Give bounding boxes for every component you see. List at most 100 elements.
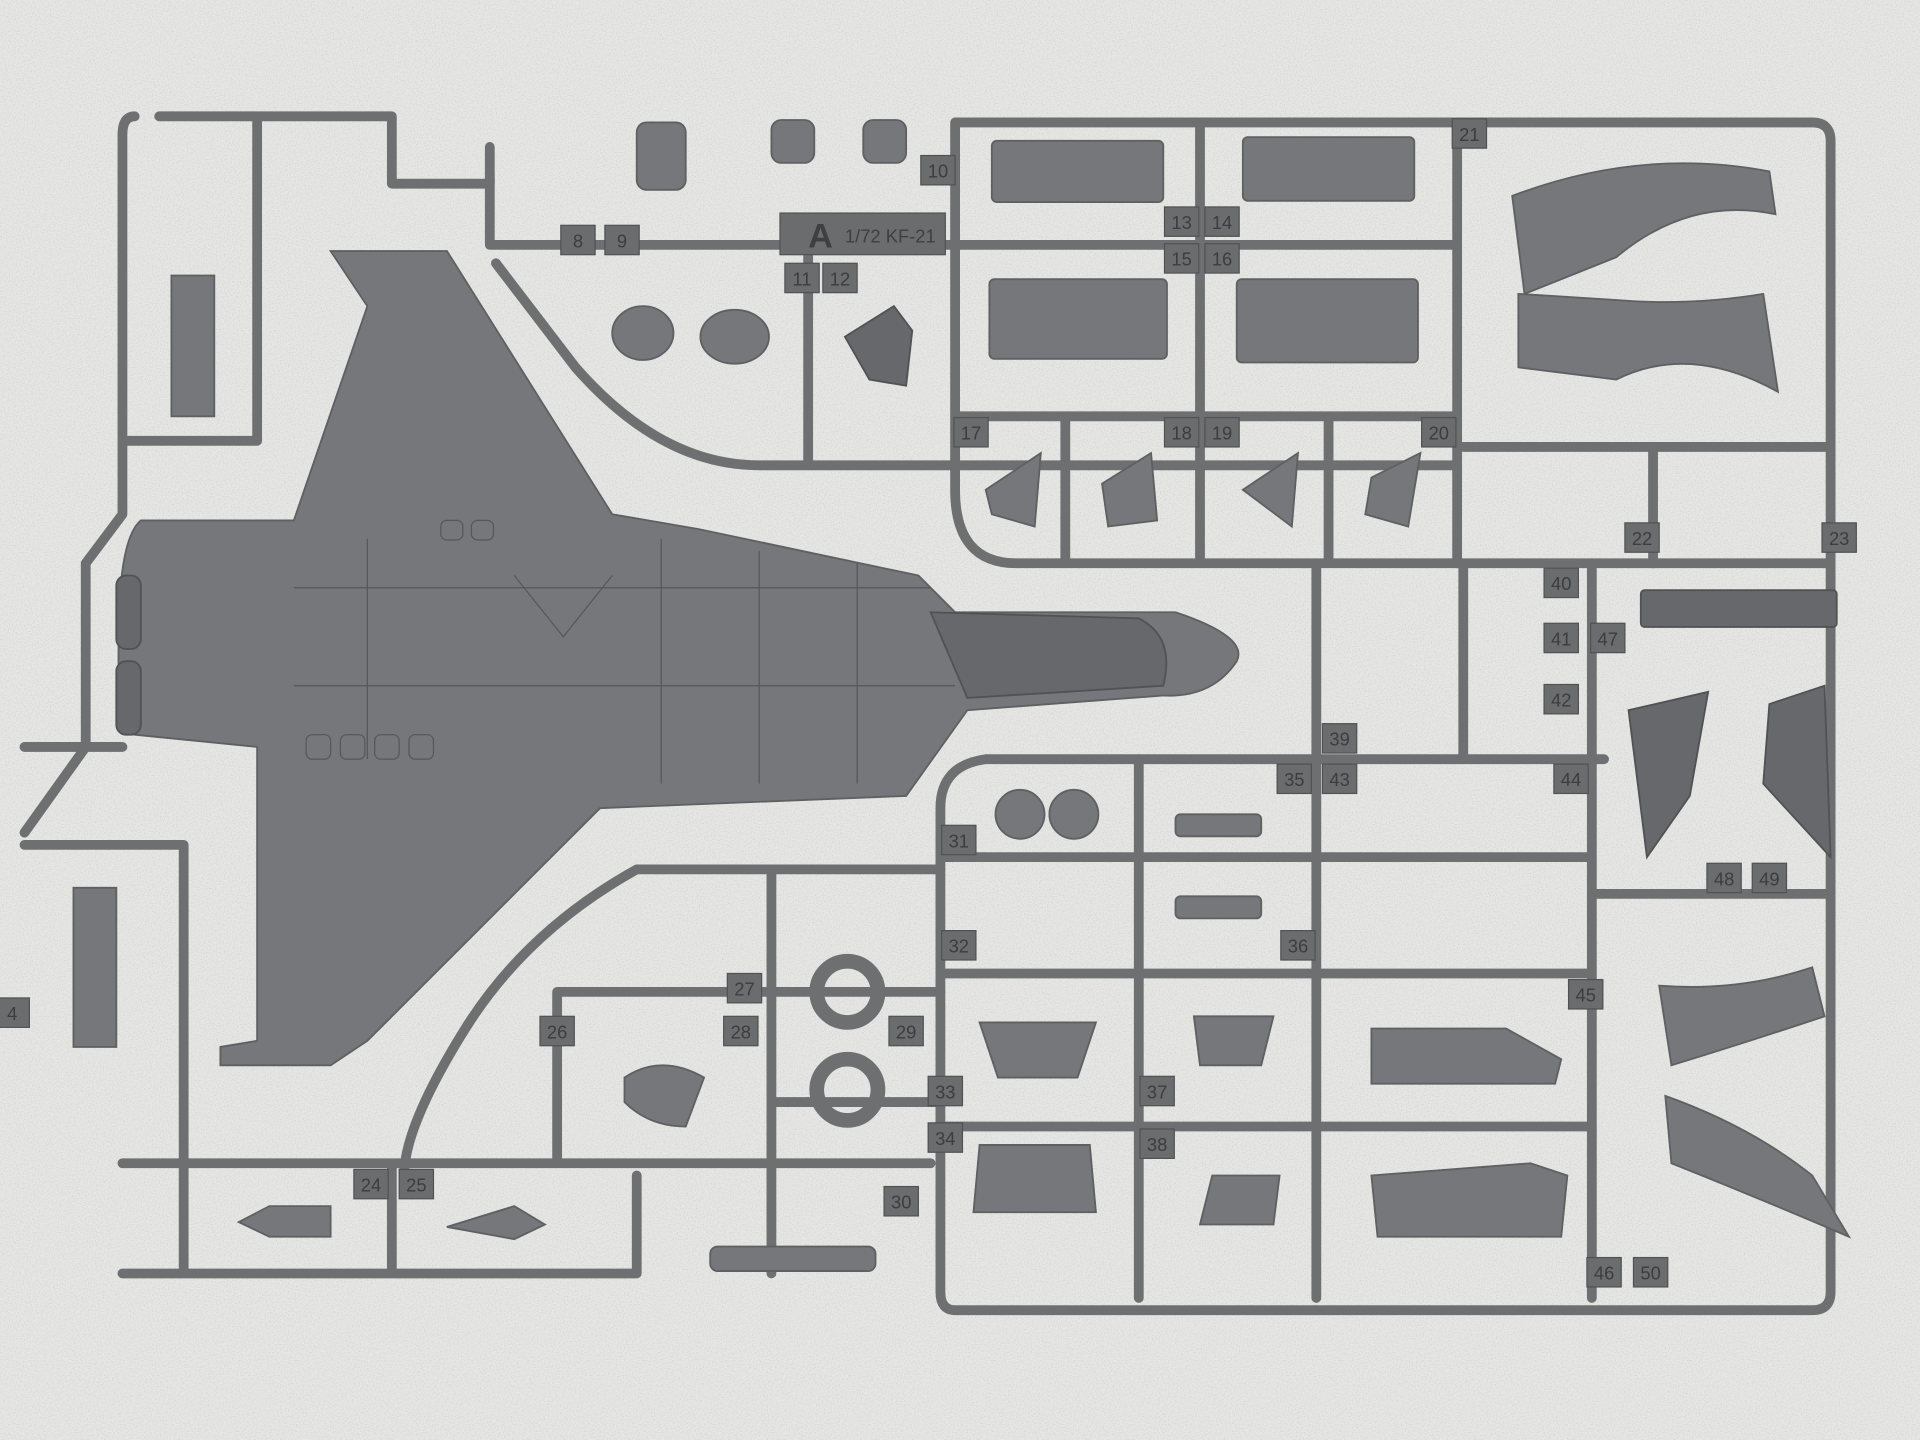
part-number-29: 29 (896, 1021, 916, 1042)
part-number-27: 27 (734, 979, 754, 1000)
part-tag-37 (1139, 1075, 1175, 1107)
engine-nozzle-upper (115, 574, 142, 650)
part-number-26: 26 (547, 1021, 567, 1042)
part-tag-16 (1204, 243, 1240, 274)
part-number-31: 31 (949, 830, 969, 851)
part-number-11: 11 (793, 268, 812, 289)
part-number-37: 37 (1147, 1081, 1167, 1102)
part-tag-15 (1163, 243, 1200, 274)
part-tag-33 (927, 1075, 964, 1107)
part-tag-47 (1590, 622, 1626, 654)
part-tag-28 (723, 1015, 759, 1047)
part-number-44: 44 (1561, 769, 1581, 790)
part-tag-26 (539, 1015, 575, 1047)
part-tag-32 (941, 930, 977, 961)
part-tag-4 (0, 997, 30, 1028)
parts-24-25 (236, 1205, 547, 1241)
part-33-ring (809, 1051, 886, 1128)
part-tag-14 (1204, 206, 1240, 237)
part-number-24: 24 (361, 1174, 381, 1195)
part-35 (1174, 813, 1263, 838)
part-number-30: 30 (891, 1192, 911, 1213)
part-tag-27 (726, 972, 763, 1004)
part-tag-46 (1586, 1256, 1622, 1288)
part-number-35: 35 (1284, 769, 1304, 790)
part-number-4: 4 (7, 1003, 17, 1024)
seat (635, 121, 687, 191)
part-number-25: 25 (406, 1174, 426, 1195)
cockpit-opening (929, 611, 1168, 699)
parts-37-38 (1192, 1015, 1281, 1226)
part-16 (1235, 278, 1419, 364)
part-number-18: 18 (1171, 423, 1191, 444)
part-tag-13 (1163, 206, 1200, 237)
part-number-19: 19 (1212, 423, 1232, 444)
part-number-46: 46 (1594, 1263, 1614, 1284)
part-28 (623, 1064, 706, 1128)
part-number-40: 40 (1551, 573, 1571, 594)
part-tag-29 (888, 1015, 924, 1047)
part-tag-12 (822, 262, 858, 294)
part-36 (1174, 895, 1263, 920)
part-number-23: 23 (1829, 528, 1849, 549)
part-21-intake (1511, 162, 1780, 394)
sprue-letter: A (808, 217, 833, 255)
part-tag-10 (920, 154, 956, 186)
part-tag-36 (1280, 930, 1316, 961)
parts-48-49 (1627, 684, 1832, 860)
part-number-41: 41 (1551, 628, 1571, 649)
wheel-31a (994, 788, 1046, 840)
part-tag-17 (953, 416, 989, 448)
part-11 (611, 305, 675, 361)
part-tag-30 (883, 1185, 919, 1217)
part-tag-40 (1543, 567, 1579, 599)
small-parts (72, 119, 1852, 1272)
part-13 (990, 139, 1165, 203)
part-tag-35 (1276, 763, 1313, 795)
part-tag-48 (1706, 862, 1742, 894)
part-10b (862, 119, 908, 164)
part-number-33: 33 (935, 1081, 955, 1102)
part-tag-45 (1567, 978, 1604, 1010)
part-15 (988, 278, 1168, 360)
part-number-12: 12 (830, 268, 850, 289)
part-50-intake (1658, 966, 1852, 1239)
parts-45-46 (1370, 1027, 1569, 1238)
part-tag-21 (1451, 118, 1488, 149)
part-number-9: 9 (617, 230, 627, 251)
part-3 (170, 274, 216, 418)
part-tag-22 (1624, 522, 1660, 553)
part-number-42: 42 (1551, 690, 1571, 711)
part-27-ring (809, 953, 886, 1030)
part-number-49: 49 (1759, 868, 1779, 889)
part-number-45: 45 (1576, 985, 1596, 1006)
part-tag-20 (1421, 416, 1457, 448)
canopy-frame (843, 304, 914, 387)
part-number-22: 22 (1632, 528, 1652, 549)
part-tag-50 (1632, 1256, 1669, 1288)
part-number-15: 15 (1171, 249, 1191, 270)
parts-17-20 (984, 451, 1422, 529)
part-tag-25 (398, 1168, 435, 1200)
part-tag-38 (1139, 1128, 1175, 1159)
part-number-34: 34 (935, 1128, 955, 1149)
part-tag-49 (1751, 862, 1788, 894)
part-tag-42 (1543, 683, 1579, 715)
part-tag-44 (1553, 763, 1589, 795)
part-12 (699, 308, 770, 365)
part-47 (1639, 589, 1838, 628)
wheel-31b (1048, 788, 1100, 840)
sprue-title-tag: A 1/72 KF-21 (779, 212, 946, 255)
part-number-8: 8 (573, 230, 583, 251)
part-tag-9 (604, 224, 640, 256)
part-tag-41 (1543, 622, 1579, 654)
part-number-38: 38 (1147, 1134, 1167, 1155)
part-number-48: 48 (1714, 868, 1734, 889)
part-number-39: 39 (1329, 729, 1349, 750)
part-number-36: 36 (1288, 936, 1308, 957)
part-tag-18 (1163, 416, 1200, 448)
part-number-28: 28 (731, 1021, 751, 1042)
